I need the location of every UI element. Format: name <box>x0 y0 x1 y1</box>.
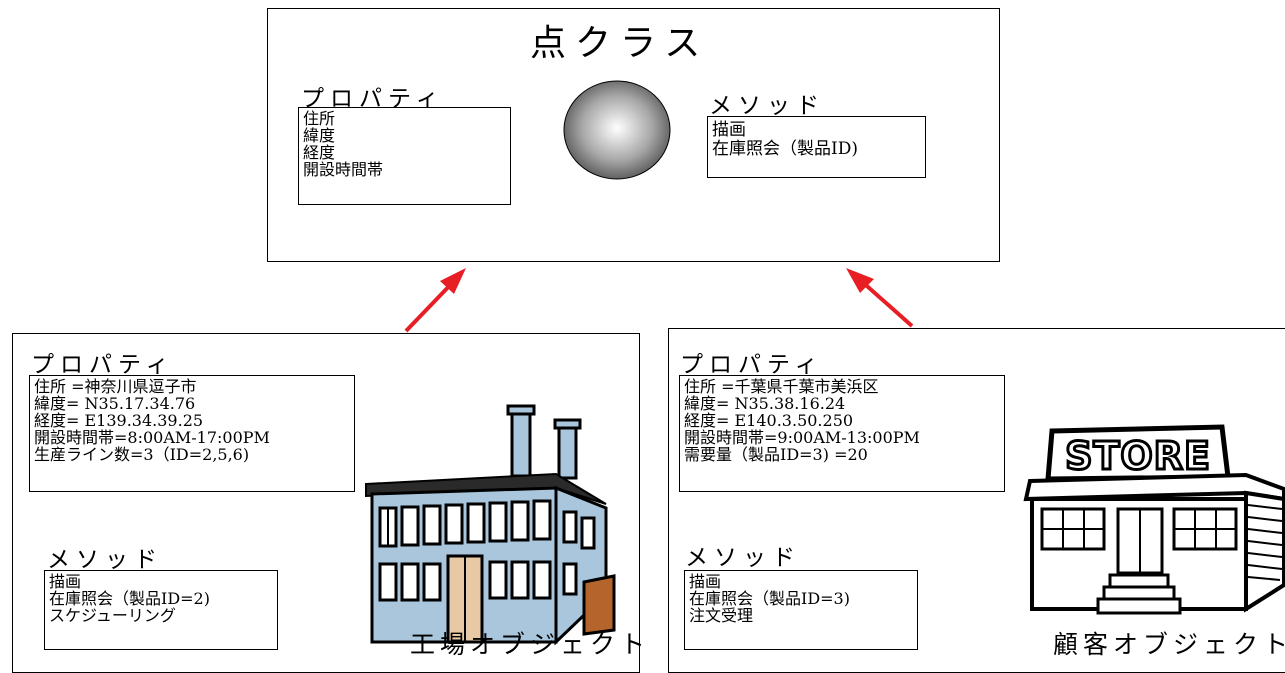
factory-building-icon <box>365 404 616 646</box>
point-class-methods-box: 描画 在庫照会（製品ID) <box>707 116 926 178</box>
method-item: 在庫照会（製品ID) <box>712 139 858 159</box>
method-item: 描画 <box>49 572 82 591</box>
property-item: 経度= E140.3.50.250 <box>684 411 854 430</box>
method-item: 描画 <box>712 120 746 140</box>
method-item: 注文受理 <box>689 606 754 625</box>
method-item: 在庫照会（製品ID=3) <box>689 589 850 608</box>
point-class-methods-heading: メソッド <box>709 93 825 119</box>
property-item: 住所 =千葉県千葉市美浜区 <box>684 377 879 396</box>
property-item: 緯度= N35.38.16.24 <box>684 394 846 413</box>
property-item: 開設時間帯=8:00AM-17:00PM <box>34 428 270 447</box>
property-item: 需要量（製品ID=3) =20 <box>684 445 868 464</box>
method-item: スケジューリング <box>49 606 176 625</box>
property-item: 開設時間帯 <box>303 160 384 179</box>
factory-methods-box: 描画 在庫照会（製品ID=2) スケジューリング <box>44 570 278 650</box>
point-class-properties-box: 住所 緯度 経度 開設時間帯 <box>298 107 511 205</box>
customer-properties-heading: プロパティ <box>680 352 824 378</box>
customer-methods-heading: メソッド <box>685 545 801 571</box>
factory-methods-heading: メソッド <box>47 547 163 573</box>
customer-object-label: 顧客オブジェクト <box>1053 630 1285 659</box>
property-item: 経度= E139.34.39.25 <box>34 411 204 430</box>
property-item: 住所 <box>303 109 336 128</box>
property-item: 開設時間帯=9:00AM-13:00PM <box>684 428 920 447</box>
factory-properties-box: 住所 =神奈川県逗子市 緯度= N35.17.34.76 経度= E139.34… <box>29 375 355 492</box>
point-class-title: 点クラス <box>530 23 710 64</box>
customer-properties-box: 住所 =千葉県千葉市美浜区 緯度= N35.38.16.24 経度= E140.… <box>679 375 1005 492</box>
factory-object-label: 工場オブジェクト <box>410 630 651 659</box>
method-item: 描画 <box>689 572 722 591</box>
property-item: 緯度= N35.17.34.76 <box>34 394 196 413</box>
property-item: 経度 <box>303 143 336 162</box>
sphere-icon <box>563 80 671 180</box>
store-sign-text: STORE <box>1065 434 1211 478</box>
customer-methods-box: 描画 在庫照会（製品ID=3) 注文受理 <box>684 570 918 650</box>
property-item: 緯度 <box>303 126 336 145</box>
property-item: 生産ライン数=3（ID=2,5,6) <box>34 445 250 464</box>
store-building-icon: STORE <box>1023 424 1285 615</box>
method-item: 在庫照会（製品ID=2) <box>49 589 210 608</box>
factory-properties-heading: プロパティ <box>31 352 175 378</box>
property-item: 住所 =神奈川県逗子市 <box>34 377 197 396</box>
